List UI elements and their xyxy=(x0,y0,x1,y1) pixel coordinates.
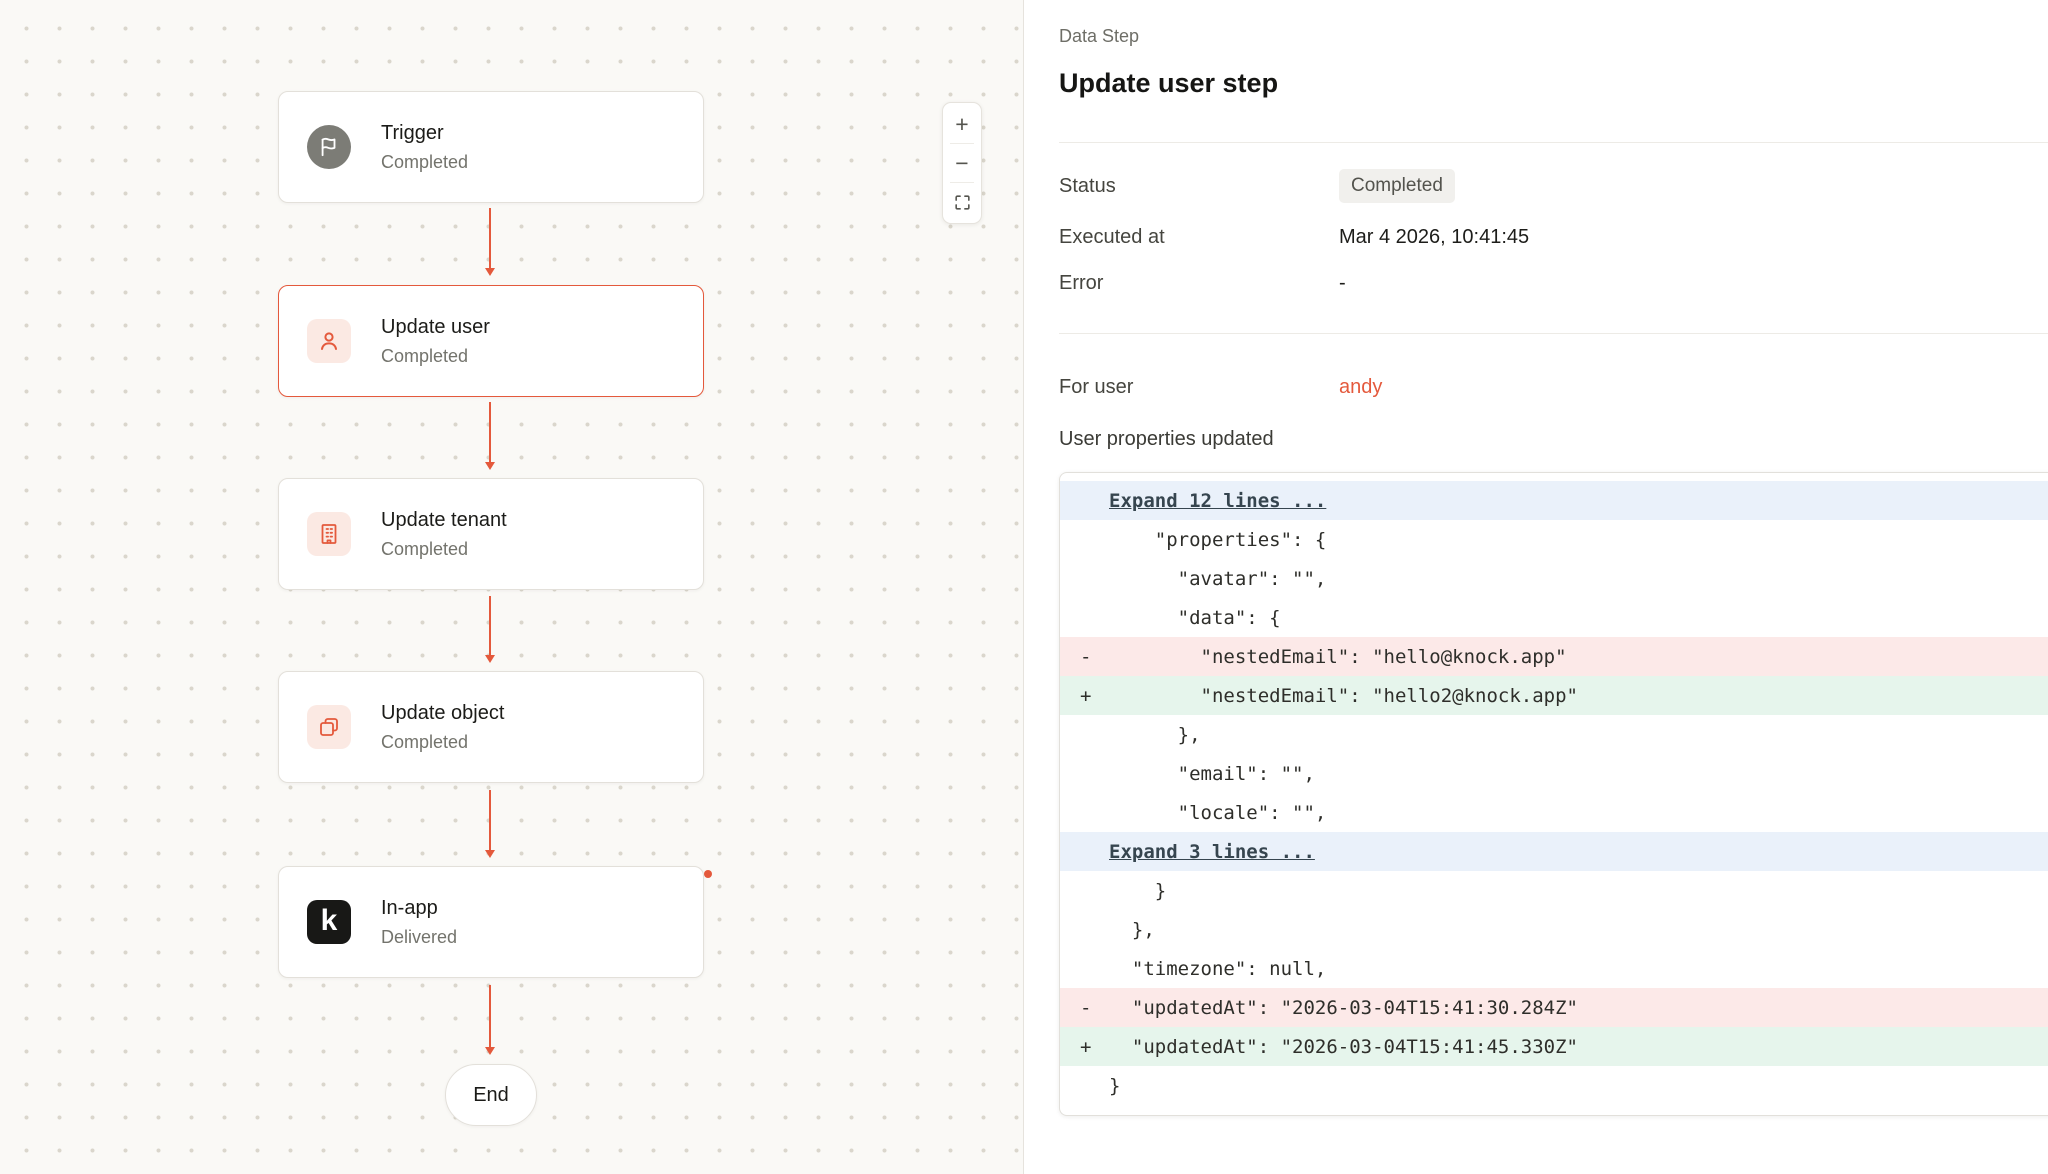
status-label: Status xyxy=(1059,174,1116,197)
panel-title: Update user step xyxy=(1059,68,1279,98)
error-value: - xyxy=(1339,271,1346,294)
diff-addition-line: + "updatedAt": "2026-03-04T15:41:45.330Z… xyxy=(1060,1027,2048,1066)
fit-view-icon xyxy=(954,194,970,210)
flow-edge-arrow xyxy=(485,985,495,1055)
end-label: End xyxy=(473,1083,509,1106)
field-row-executed-at: Executed at Mar 4 2026, 10:41:45 xyxy=(1059,222,2028,252)
flag-icon xyxy=(307,125,351,169)
diff-context-line: "avatar": "", xyxy=(1109,567,1327,590)
diff-context-line: "locale": "", xyxy=(1109,801,1327,824)
diff-expand-link[interactable]: Expand 12 lines ... xyxy=(1060,481,2048,520)
canvas-zoom-controls: + − xyxy=(942,102,982,224)
workflow-node-update-user[interactable]: Update user Completed xyxy=(278,285,704,397)
workflow-canvas[interactable]: Trigger Completed Update user Completed … xyxy=(0,0,1024,1174)
toolbar-divider xyxy=(950,182,974,183)
node-title: Update tenant xyxy=(381,508,507,531)
node-status: Completed xyxy=(381,731,469,752)
user-icon xyxy=(307,319,351,363)
divider xyxy=(1059,333,2048,334)
status-badge: Completed xyxy=(1339,169,1455,203)
field-row-status: Status Completed xyxy=(1059,168,2028,204)
diff-context-line: }, xyxy=(1109,723,1201,746)
toolbar-divider xyxy=(950,143,974,144)
field-row-error: Error - xyxy=(1059,268,2028,298)
diff-expand-link[interactable]: Expand 3 lines ... xyxy=(1060,832,2048,871)
executed-at-label: Executed at xyxy=(1059,225,1165,248)
user-link[interactable]: andy xyxy=(1339,375,1383,398)
zoom-in-button[interactable]: + xyxy=(944,105,980,143)
error-label: Error xyxy=(1059,271,1104,294)
node-status: Completed xyxy=(381,538,469,559)
for-user-label: For user xyxy=(1059,375,1134,398)
node-status: Delivered xyxy=(381,926,458,947)
diff-context-line: "timezone": null, xyxy=(1109,957,1327,980)
diff-context-line: }, xyxy=(1109,918,1155,941)
workflow-end-node: End xyxy=(445,1064,537,1126)
flow-edge-arrow xyxy=(485,208,495,276)
diff-context-line: "properties": { xyxy=(1109,528,1327,551)
diff-context-line: "data": { xyxy=(1109,606,1281,629)
node-title: Update object xyxy=(381,701,505,724)
fit-view-button[interactable] xyxy=(944,183,980,221)
node-title: Update user xyxy=(381,315,490,338)
diff-context-line: "email": "", xyxy=(1109,762,1315,785)
panel-kicker: Data Step xyxy=(1059,26,1140,46)
field-row-for-user: For user andy xyxy=(1059,372,2028,402)
flow-edge-arrow xyxy=(485,402,495,470)
object-icon xyxy=(307,705,351,749)
diff-addition-line: + "nestedEmail": "hello2@knock.app" xyxy=(1060,676,2048,715)
knock-logo-dot xyxy=(704,870,712,878)
node-status: Completed xyxy=(381,151,469,172)
diff-deletion-line: - "nestedEmail": "hello@knock.app" xyxy=(1060,637,2048,676)
building-icon xyxy=(307,512,351,556)
diff-section-title: User properties updated xyxy=(1059,428,1274,450)
executed-at-value: Mar 4 2026, 10:41:45 xyxy=(1339,225,1530,248)
user-properties-diff: Expand 12 lines ... "properties": { "ava… xyxy=(1059,472,2048,1116)
workflow-node-update-tenant[interactable]: Update tenant Completed xyxy=(278,478,704,590)
flow-edge-arrow xyxy=(485,596,495,663)
divider xyxy=(1059,142,2048,143)
knock-logo-icon: k xyxy=(307,870,712,944)
diff-context-line: } xyxy=(1109,1074,1121,1097)
flow-edge-arrow xyxy=(485,790,495,858)
workflow-node-in-app[interactable]: k In-app Delivered xyxy=(278,866,712,978)
workflow-node-update-object[interactable]: Update object Completed xyxy=(278,671,704,783)
diff-context-line: } xyxy=(1109,879,1167,902)
node-title: In-app xyxy=(381,896,438,919)
workflow-node-trigger[interactable]: Trigger Completed xyxy=(278,91,704,203)
step-details-panel: Data Step Update user step Status Comple… xyxy=(1025,0,2048,1174)
diff-deletion-line: - "updatedAt": "2026-03-04T15:41:30.284Z… xyxy=(1060,988,2048,1027)
zoom-out-button[interactable]: − xyxy=(944,144,980,182)
node-status: Completed xyxy=(381,345,469,366)
node-title: Trigger xyxy=(381,121,444,144)
